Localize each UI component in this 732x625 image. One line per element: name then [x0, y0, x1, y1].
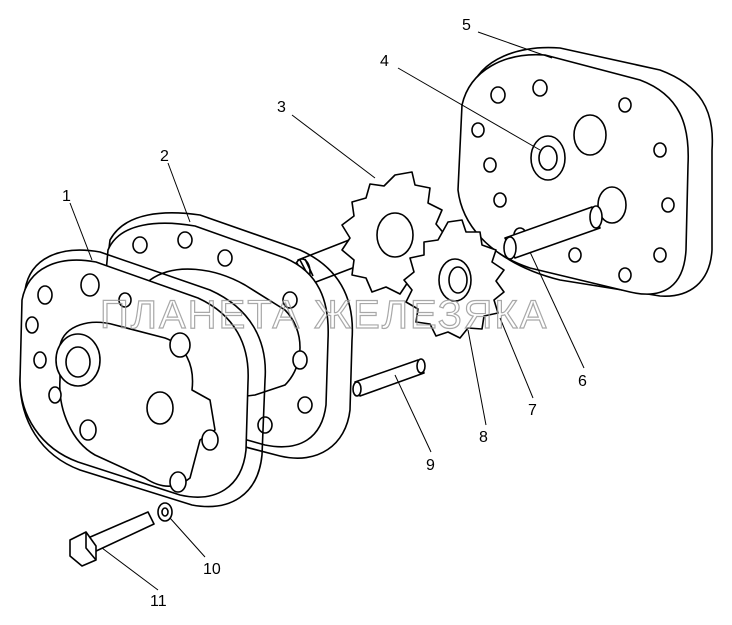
guide-pin [352, 358, 426, 397]
callout-2: 2 [160, 148, 169, 165]
callout-3: 3 [277, 99, 286, 116]
leader-lines [69, 31, 585, 591]
watermark-text: ПЛАНЕТА ЖЕЛЕЗЯКА [100, 293, 548, 337]
callout-labels: 1 2 3 4 5 6 7 8 9 10 11 [62, 17, 587, 610]
idler-gear [403, 219, 505, 339]
callout-8: 8 [479, 429, 488, 446]
front-cover [19, 249, 267, 508]
callout-1: 1 [62, 188, 71, 205]
rear-cover-plate [457, 46, 714, 297]
callout-7: 7 [528, 402, 537, 419]
callout-10: 10 [203, 561, 221, 578]
spring-washer [157, 502, 173, 522]
callout-6: 6 [578, 373, 587, 390]
hex-bolt [69, 511, 155, 567]
callout-4: 4 [380, 53, 389, 70]
callout-11: 11 [150, 593, 167, 610]
callout-5: 5 [462, 17, 471, 34]
idler-shaft [503, 205, 603, 260]
callout-9: 9 [426, 457, 435, 474]
